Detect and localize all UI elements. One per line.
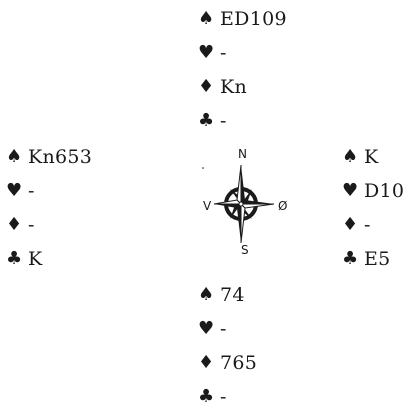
heart-icon: ♥ [6,180,23,201]
west-clubs-cards: K [28,248,43,270]
heart-icon: ♥ [342,180,359,201]
north-clubs-row: ♣ - [198,104,287,138]
east-hearts-cards: D10 [364,180,405,202]
spade-icon: ♠ [342,146,359,167]
spade-icon: ♠ [198,284,215,305]
south-clubs-cards: - [220,386,227,408]
east-clubs-row: ♣ E5 [342,242,404,276]
east-diamonds-cards: - [364,214,371,236]
diamond-icon: ♦ [198,352,215,373]
club-icon: ♣ [342,248,359,269]
club-icon: ♣ [198,110,215,131]
spade-icon: ♠ [6,146,23,167]
east-spades-cards: K [364,146,379,168]
hand-north: ♠ ED109 ♥ - ♦ Kn ♣ - [198,2,287,138]
east-hearts-row: ♥ D10 [342,174,404,208]
south-hearts-cards: - [220,318,227,340]
hand-east: ♠ K ♥ D10 ♦ - ♣ E5 [342,140,404,276]
hand-west: ♠ Kn653 ♥ - ♦ - ♣ K [6,140,92,276]
hand-south: ♠ 74 ♥ - ♦ 765 ♣ - [198,278,257,414]
north-diamonds-row: ♦ Kn [198,70,287,104]
west-diamonds-row: ♦ - [6,208,92,242]
compass-label-west: V [203,199,212,213]
club-icon: ♣ [6,248,23,269]
south-diamonds-cards: 765 [220,352,258,374]
west-hearts-row: ♥ - [6,174,92,208]
compass-label-south: S [241,243,249,257]
diamond-icon: ♦ [198,76,215,97]
heart-icon: ♥ [198,42,215,63]
south-clubs-row: ♣ - [198,380,257,414]
north-spades-row: ♠ ED109 [198,2,287,36]
south-spades-cards: 74 [220,284,245,306]
west-spades-row: ♠ Kn653 [6,140,92,174]
compass-icon [202,164,275,244]
diamond-icon: ♦ [342,214,359,235]
club-icon: ♣ [198,386,215,407]
north-hearts-cards: - [220,42,227,64]
compass-label-north: N [238,147,247,161]
east-clubs-cards: E5 [364,248,391,270]
diamond-icon: ♦ [6,214,23,235]
west-clubs-row: ♣ K [6,242,92,276]
compass-label-east: Ø [278,199,288,213]
north-clubs-cards: - [220,110,227,132]
east-spades-row: ♠ K [342,140,404,174]
compass-rose: N S V Ø [190,148,290,256]
south-hearts-row: ♥ - [198,312,257,346]
south-diamonds-row: ♦ 765 [198,346,257,380]
west-diamonds-cards: - [28,214,35,236]
north-diamonds-cards: Kn [220,76,248,98]
south-spades-row: ♠ 74 [198,278,257,312]
west-spades-cards: Kn653 [28,146,93,168]
west-hearts-cards: - [28,180,35,202]
spade-icon: ♠ [198,8,215,29]
heart-icon: ♥ [198,318,215,339]
north-spades-cards: ED109 [220,8,287,30]
north-hearts-row: ♥ - [198,36,287,70]
east-diamonds-row: ♦ - [342,208,404,242]
